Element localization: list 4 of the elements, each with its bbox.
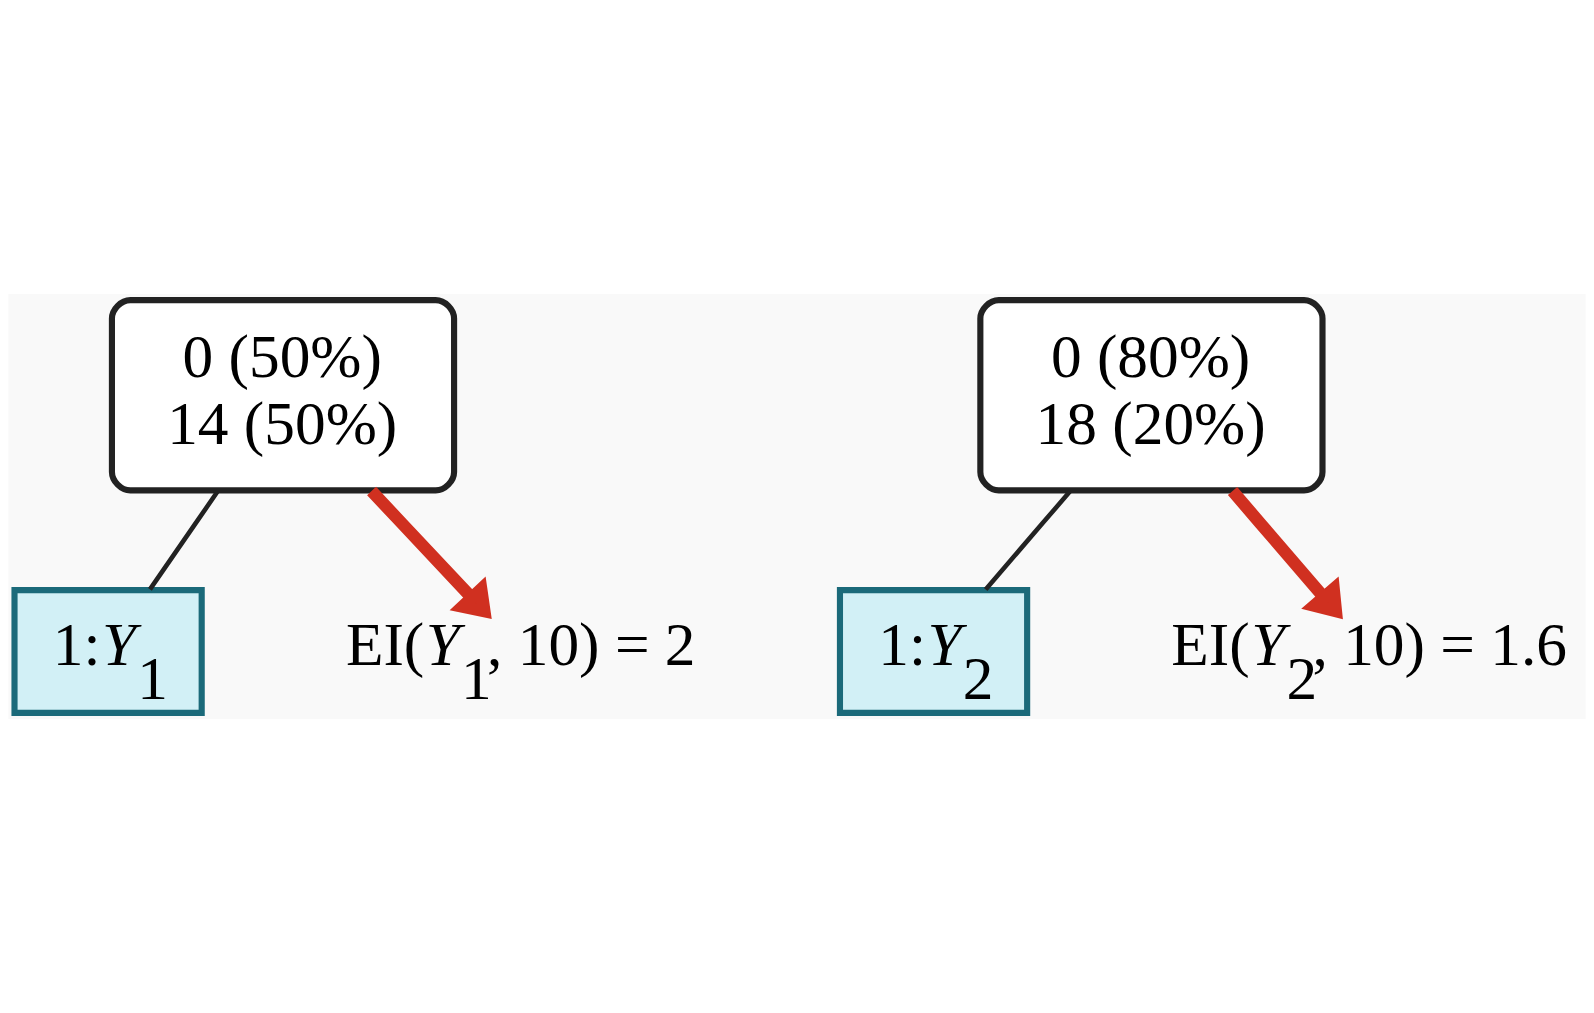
node-box: 0 (50%) 14 (50%) <box>108 297 458 494</box>
node-box: 0 (80%) 18 (20%) <box>977 297 1326 494</box>
arrow <box>1227 487 1343 620</box>
arrow <box>367 486 492 619</box>
